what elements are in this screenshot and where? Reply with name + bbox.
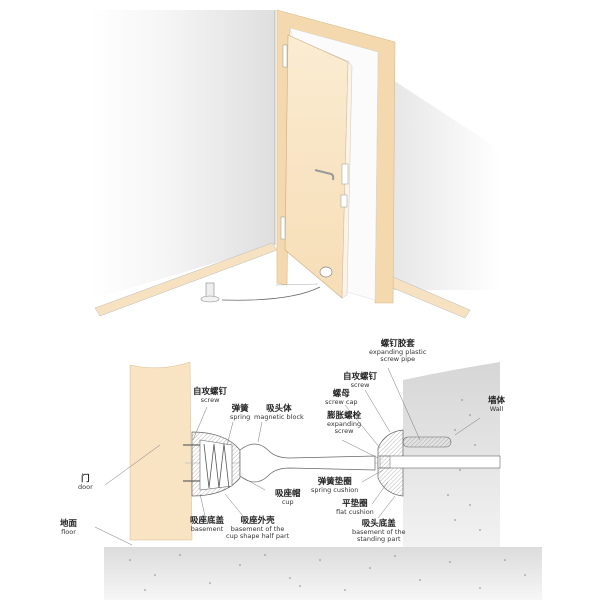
label-plastic-pipe: 螺钉胶套 expanding plastic screw pipe (369, 339, 427, 363)
label-wall: 墙体 Wall (488, 396, 506, 413)
label-cup-half-part: 吸座外壳 basement of the cup shape half part (226, 516, 290, 540)
label-spring-cushion: 弹簧垫圈 spring cushion (311, 477, 359, 494)
label-spring: 弹簧 spring (230, 404, 251, 421)
magnetic-block (239, 443, 376, 483)
plastic-screw-pipe (402, 436, 452, 448)
wall-block-section (403, 362, 500, 547)
floor-slab (104, 547, 542, 600)
label-screw-cap: 螺母 screw cap (325, 389, 358, 406)
door-perspective-illustration (90, 9, 500, 319)
door-slab-section (129, 361, 193, 541)
label-screw-right: 自攻螺钉 screw (343, 372, 378, 389)
label-standing-part: 吸头底盖 basement of the standing part (352, 519, 406, 543)
label-floor: 地面 floor (60, 519, 78, 536)
label-door: 门 door (78, 474, 93, 491)
label-screw-left: 自攻螺钉 screw (193, 387, 228, 404)
label-magnetic-block: 吸头体 magnetic block (254, 404, 304, 421)
spring-coil (203, 443, 230, 489)
label-expanding-screw: 膨胀螺栓 expanding screw (327, 411, 362, 435)
label-basement: 吸座底盖 basement (190, 516, 225, 533)
label-flat-cushion: 平垫圈 flat cushion (336, 499, 374, 516)
label-cup: 吸座帽 cup (275, 489, 301, 506)
